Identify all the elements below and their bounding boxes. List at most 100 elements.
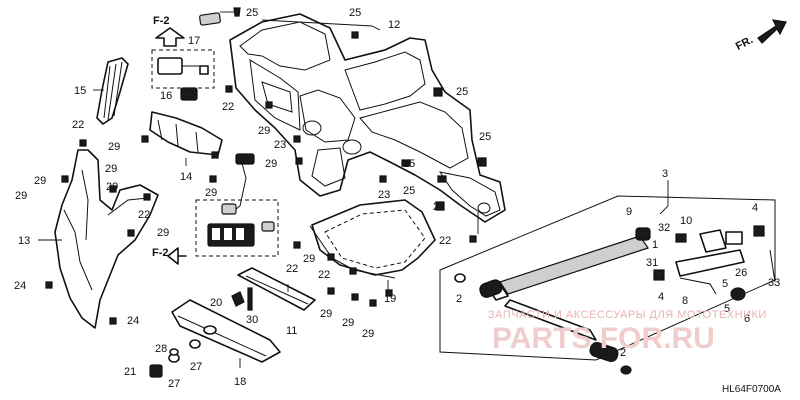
callout-21: 21	[124, 366, 136, 378]
callout-25a: 25	[246, 7, 258, 19]
callout-29c: 29	[265, 158, 277, 170]
callout-22b: 22	[72, 119, 84, 131]
callout-25f: 25	[403, 185, 415, 197]
callout-24b: 24	[127, 315, 139, 327]
callout-23b: 23	[378, 189, 390, 201]
nut-21	[149, 364, 163, 378]
diagram-code: HL64F0700A	[722, 384, 781, 395]
callouts: F-2 F-2 17 25 25 12 25 25 15 16 22 29 22…	[14, 7, 780, 390]
callout-22a: 22	[222, 101, 234, 113]
callout-4b: 4	[752, 202, 758, 214]
detail-ref-arrows	[155, 27, 187, 265]
callout-16: 16	[160, 90, 172, 102]
callout-29f: 29	[15, 190, 27, 202]
callout-29b: 29	[108, 141, 120, 153]
watermark: ЗАПЧАСТИ И АКСЕССУАРЫ ДЛЯ МОТОТЕХНИКИ PA…	[488, 309, 767, 355]
callout-30: 30	[246, 314, 258, 326]
callout-15: 15	[74, 85, 86, 97]
harness-detail	[195, 153, 279, 257]
switch-16	[180, 87, 198, 101]
block-4a	[653, 269, 665, 281]
callout-29k: 29	[320, 308, 332, 320]
callout-4a: 4	[658, 291, 664, 303]
callout-22d: 22	[433, 201, 445, 213]
callout-32: 32	[658, 222, 670, 234]
callout-22-extra: 22	[318, 269, 330, 281]
callout-12: 12	[388, 19, 400, 31]
washer-27b	[189, 339, 201, 349]
up-arrow-icon	[155, 27, 185, 47]
callout-33: 33	[768, 277, 780, 289]
callout-9: 9	[626, 206, 632, 218]
callout-31: 31	[646, 257, 658, 269]
callout-22f: 22	[286, 263, 298, 275]
grip-end-5	[730, 287, 746, 301]
callout-25c: 25	[456, 86, 468, 98]
callout-24a: 24	[14, 280, 26, 292]
clip-20	[231, 291, 245, 307]
switch-parts-16-17	[151, 12, 221, 101]
callout-19: 19	[384, 293, 396, 305]
callout-6: 6	[744, 313, 750, 325]
callout-2a: 2	[456, 293, 462, 305]
pin-30	[247, 287, 253, 311]
callout-23a: 23	[274, 139, 286, 151]
callout-29e: 29	[34, 175, 46, 187]
detail-ref-bottom: F-2	[152, 247, 169, 259]
callout-22c: 22	[138, 209, 150, 221]
callout-1: 1	[652, 239, 658, 251]
callout-29j: 29	[303, 253, 315, 265]
left-arrow-icon	[167, 247, 187, 265]
callout-11: 11	[286, 325, 297, 337]
small-fasteners	[149, 287, 253, 378]
leader-lines	[38, 11, 669, 368]
switch-17	[199, 12, 221, 26]
front-marker-text: FR.	[734, 34, 755, 53]
callout-3: 3	[662, 168, 668, 180]
callout-29a: 29	[258, 125, 270, 137]
detail-ref-top: F-2	[153, 15, 170, 27]
callout-25d: 25	[479, 131, 491, 143]
lower-panel-14	[149, 111, 223, 156]
callout-27b: 27	[190, 361, 202, 373]
block-4b	[753, 225, 765, 237]
callout-28: 28	[155, 343, 167, 355]
washer-28	[169, 348, 179, 356]
grip-panel-15	[96, 57, 129, 125]
callout-26: 26	[735, 267, 747, 279]
callout-25b: 25	[349, 7, 361, 19]
plate-10	[675, 233, 687, 243]
callout-27a: 27	[168, 378, 180, 390]
front-direction-arrow: FR.	[734, 19, 787, 53]
callout-17: 17	[188, 35, 200, 47]
callout-14: 14	[180, 171, 192, 183]
callout-29m: 29	[362, 328, 374, 340]
callout-7: 5	[722, 278, 728, 290]
strip-11	[237, 267, 316, 311]
callout-29i: 29	[157, 227, 169, 239]
lower-lid-18	[171, 299, 281, 363]
glove-box-lid-19	[309, 199, 436, 279]
callout-20: 20	[210, 297, 222, 309]
callout-25e: 25	[403, 158, 415, 170]
callout-29h: 29	[205, 187, 217, 199]
watermark-top-text: ЗАПЧАСТИ И АКСЕССУАРЫ ДЛЯ МОТОТЕХНИКИ	[488, 309, 767, 321]
callout-5: 5	[724, 303, 730, 315]
screw-glyphs	[45, 7, 487, 325]
callout-2b: 2	[620, 347, 626, 359]
callout-8: 8	[682, 295, 688, 307]
side-cover-13	[54, 149, 159, 329]
callout-10: 10	[680, 215, 692, 227]
meter-panel-12	[229, 13, 506, 223]
callout-29l: 29	[342, 317, 354, 329]
callout-22e: 22	[439, 235, 451, 247]
watermark-brand-text: PARTS FOR.RU	[492, 322, 715, 355]
front-arrow-icon	[757, 19, 787, 44]
callout-18: 18	[234, 376, 246, 388]
callout-13: 13	[18, 235, 30, 247]
handlebar-assembly-3	[439, 195, 776, 375]
callout-29d: 29	[105, 163, 117, 175]
callout-29g: 29	[106, 181, 118, 193]
knob-9	[635, 227, 651, 241]
